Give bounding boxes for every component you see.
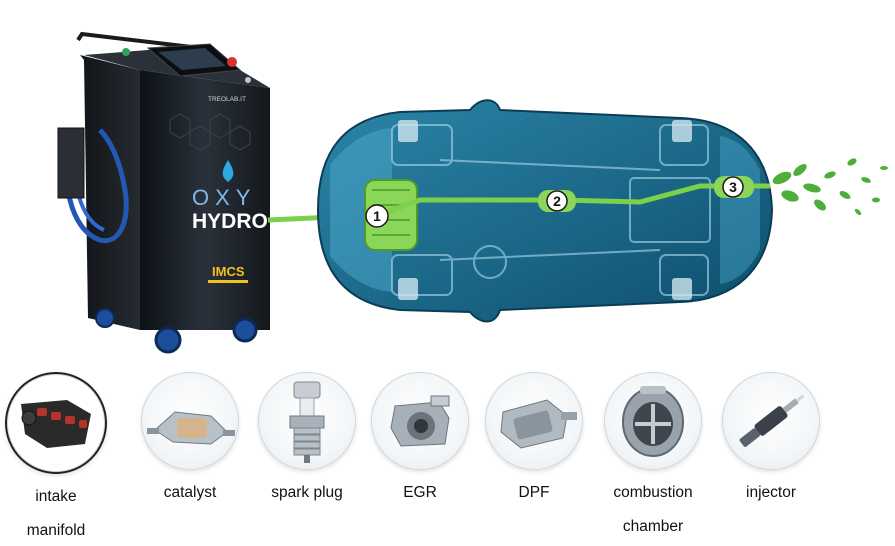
part-label-line1: catalyst (163, 484, 217, 501)
part-catalyst: catalyst (135, 372, 245, 508)
part-label-line1: combustion (613, 484, 693, 501)
stage-marker-3: 3 (714, 176, 754, 198)
part-label-line1: DPF (518, 484, 550, 501)
machine-logo-hydro: HYDRO (192, 210, 268, 233)
spark-plug-icon (258, 372, 356, 470)
stage-number-1: 1 (373, 208, 381, 224)
part-label-line2: chamber (622, 518, 684, 535)
combustion-chamber-icon (604, 372, 702, 470)
machine-logo-oxy: OXY (192, 185, 256, 210)
part-label-line1: intake (35, 488, 77, 505)
part-label-line1: injector (746, 484, 796, 501)
part-label-line1: EGR (403, 484, 437, 501)
part-dpf: DPF (479, 372, 589, 508)
part-label-line2: manifold (26, 522, 86, 539)
part-combustion-chamber: combustion chamber (598, 372, 708, 542)
egr-valve-icon (371, 372, 469, 470)
part-egr: EGR (365, 372, 475, 508)
intake-manifold-icon (5, 372, 107, 474)
leaves-icon (772, 158, 888, 216)
stage-number-3: 3 (729, 179, 737, 195)
stage-marker-1: 1 (365, 204, 389, 228)
part-injector: injector (716, 372, 826, 508)
part-spark-plug: spark plug (252, 372, 362, 508)
injector-icon (722, 372, 820, 470)
part-label-line1: spark plug (271, 484, 343, 501)
stage-marker-2: 2 (538, 190, 576, 212)
parts-row: intake manifold catalyst (0, 372, 895, 542)
machine-badge-imcs: IMCS (212, 264, 245, 279)
dpf-filter-icon (485, 372, 583, 470)
exhaust-path (377, 183, 770, 218)
badge-underline (208, 280, 248, 283)
part-intake-manifold: intake manifold (1, 372, 111, 546)
machine-brand-plate: TREOLAB.IT (208, 96, 246, 103)
hydrogen-cleaning-scene: TREOLAB.IT OXY HYDRO IMCS (57, 31, 888, 354)
oxyhydro-machine (57, 31, 270, 354)
stage-number-2: 2 (553, 193, 561, 209)
catalyst-icon (141, 372, 239, 470)
